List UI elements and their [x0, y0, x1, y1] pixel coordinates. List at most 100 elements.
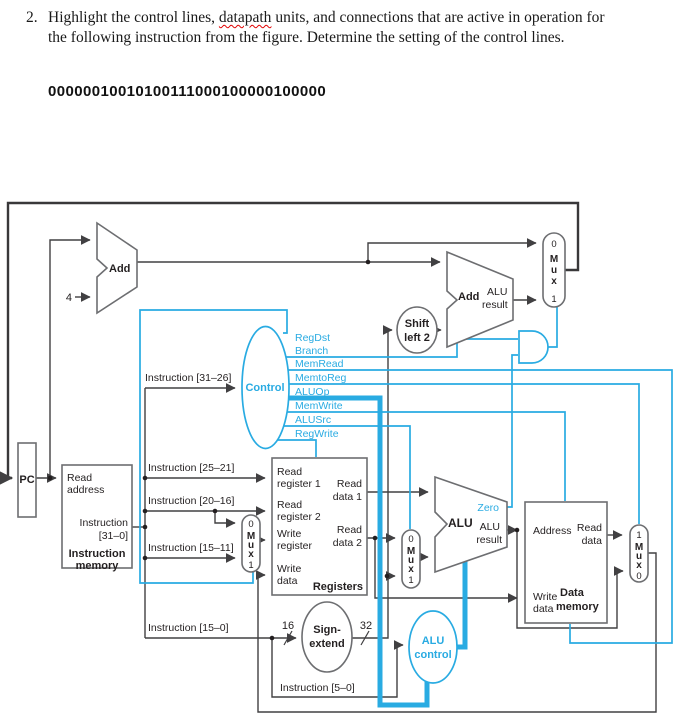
reg-readdata2-1: Read [337, 524, 362, 536]
field-20-16: Instruction [20–16] [148, 495, 234, 507]
dmem-writedata-1: Write [533, 591, 557, 603]
tick-32 [360, 630, 370, 646]
dmem-writedata-2: data [533, 603, 554, 615]
reg-writereg-1: Write [277, 528, 301, 540]
wire-memwrite [286, 411, 566, 501]
labels: PC Add 4 Read address Instruction [31–0]… [19, 239, 643, 694]
alusrc-mux-in1: 1 [408, 575, 413, 586]
pc-adder-shape [96, 221, 138, 315]
svg-text:M: M [635, 542, 643, 553]
signal-aluop: ALUOp [295, 386, 330, 398]
control-wires [139, 306, 673, 708]
tick-16 [283, 630, 293, 646]
alusrc-mux-in0: 0 [408, 534, 413, 545]
signal-alusrc: ALUSrc [295, 414, 331, 426]
reg-writedata-1: Write [277, 563, 301, 575]
svg-text:x: x [248, 549, 254, 560]
registers-box [271, 457, 368, 596]
pc-box [17, 442, 37, 518]
signal-regdst: RegDst [295, 332, 330, 344]
black-wires [0, 201, 657, 713]
wire-pc4-to-mux0 [367, 238, 537, 262]
svg-text:x: x [551, 276, 557, 287]
imem-title-1: Instruction [69, 548, 126, 560]
svg-text:u: u [636, 551, 642, 562]
memtoreg-mux [629, 524, 649, 583]
svg-text:x: x [408, 564, 414, 575]
question-number: 2. [26, 9, 38, 26]
question-line2: the following instruction from the figur… [48, 29, 565, 46]
alu-shape [434, 475, 508, 574]
wire-instr-5-0 [271, 638, 404, 698]
shift-label-1: Shift [405, 318, 430, 330]
wire-memtoreg [288, 383, 640, 524]
wire-zero [507, 354, 518, 508]
alusrc-mux [401, 529, 421, 589]
dmem-readdata-2: data [582, 535, 603, 547]
regdst-mux-in1: 1 [248, 560, 253, 571]
wire-writeback [255, 552, 657, 713]
dmem-title-2: memory [556, 601, 600, 613]
units [17, 221, 649, 684]
reg-readreg2-1: Read [277, 499, 302, 511]
svg-text:u: u [408, 555, 414, 566]
field-15-11: Instruction [15–11] [148, 542, 234, 554]
const4-label: 4 [66, 292, 72, 304]
question-text: Highlight the control lines, datapath un… [48, 8, 605, 48]
signal-branch: Branch [295, 345, 328, 357]
dmem-address: Address [533, 525, 572, 537]
svg-text:u: u [551, 265, 557, 276]
dmem-readdata-1: Read [577, 522, 602, 534]
signal-memwrite: MemWrite [295, 400, 343, 412]
imem-readaddr-2: address [67, 484, 104, 496]
alu-control-oval [408, 610, 458, 684]
misspelled-word: datapath [218, 9, 272, 26]
signal-memread: MemRead [295, 358, 344, 370]
signext-16: 16 [282, 620, 294, 632]
reg-readdata1-1: Read [337, 478, 362, 490]
field-5-0: Instruction [5–0] [280, 682, 355, 694]
memtoreg-mux-in0: 0 [636, 571, 641, 582]
reg-writereg-2: register [277, 540, 313, 552]
registers-title: Registers [313, 581, 363, 593]
and-gate [518, 330, 549, 364]
reg-writedata-2: data [277, 575, 298, 587]
branch-adder-shape [446, 250, 514, 349]
alu-result-2: result [476, 534, 502, 546]
imem-readaddr-1: Read [67, 472, 92, 484]
svg-text:x: x [636, 560, 642, 571]
svg-text:M: M [407, 546, 415, 557]
data-memory-box [524, 501, 608, 624]
pcsrc-mux-in1: 1 [551, 294, 556, 305]
wire-regdst [139, 309, 288, 584]
question-line1-before: Highlight the control lines, [48, 9, 219, 26]
branch-adder-result-2: result [482, 299, 508, 311]
wire-pc-to-adder [49, 235, 91, 478]
alu-control-2: control [414, 649, 451, 661]
wire-branch [285, 338, 518, 358]
wire-memread [287, 369, 673, 644]
pc-label: PC [19, 474, 34, 486]
wire-and-out [548, 306, 558, 348]
imem-instr-1: Instruction [80, 517, 129, 529]
instruction-memory-box [61, 464, 133, 569]
signext-label-2: extend [309, 638, 344, 650]
alu-control-1: ALU [422, 635, 445, 647]
branch-adder-label: Add [458, 291, 479, 303]
field-31-26: Instruction [31–26] [145, 372, 231, 384]
svg-text:M: M [247, 531, 255, 542]
pcsrc-mux-in0: 0 [551, 239, 556, 250]
question: 2. Highlight the control lines, datapath… [26, 8, 682, 48]
reg-readdata1-2: data 1 [333, 491, 362, 503]
signext-32: 32 [360, 620, 372, 632]
regdst-mux-in0: 0 [248, 519, 253, 530]
alu-zero-label: Zero [477, 502, 499, 514]
junction-dots [47, 259, 520, 641]
reg-readreg2-2: register 2 [277, 511, 321, 523]
memtoreg-mux-in1: 1 [636, 530, 641, 541]
dmem-title-1: Data [560, 587, 585, 599]
pc-adder-label: Add [109, 263, 130, 275]
signal-memtoreg: MemtoReg [295, 372, 347, 384]
